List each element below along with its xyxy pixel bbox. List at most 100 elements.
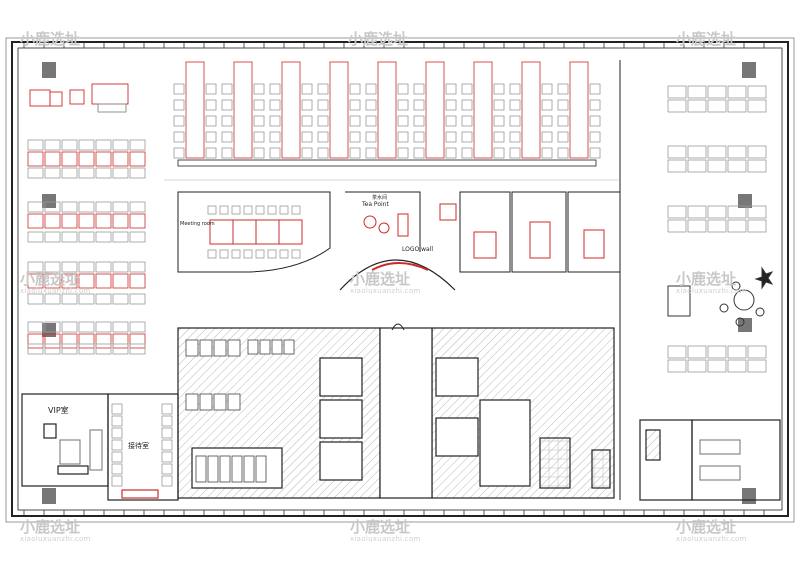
chair: [27, 167, 44, 179]
workstation-desk-column: [233, 61, 253, 159]
chair: [301, 147, 313, 159]
chair: [461, 115, 473, 127]
chair: [493, 147, 505, 159]
workstation-desk: [687, 359, 707, 373]
workstation-desk: [27, 151, 44, 167]
chair: [205, 99, 217, 111]
workstation-desk: [727, 205, 747, 219]
chair: [461, 83, 473, 95]
chair: [95, 139, 112, 151]
chair: [255, 205, 265, 215]
workstation-desk: [61, 333, 78, 349]
workstation-desk: [747, 145, 767, 159]
reception-room: [107, 393, 179, 501]
workstation-desk: [687, 85, 707, 99]
chair: [541, 115, 553, 127]
workstation-desk: [27, 273, 44, 289]
workstation-desk: [667, 219, 687, 233]
chair: [27, 201, 44, 213]
chair: [413, 115, 425, 127]
chair: [509, 99, 521, 111]
workstation-desk: [747, 359, 767, 373]
workstation-desk: [61, 213, 78, 229]
chair: [61, 231, 78, 243]
workstation-desk: [129, 273, 146, 289]
chair: [61, 293, 78, 305]
workstation-desk-column: [521, 61, 541, 159]
chair: [255, 249, 265, 259]
chair: [445, 131, 457, 143]
workstation-desk: [44, 333, 61, 349]
workstation-desk: [667, 345, 687, 359]
chair: [445, 99, 457, 111]
chair: [397, 115, 409, 127]
chair: [589, 115, 601, 127]
chair: [349, 99, 361, 111]
workstation-desk: [95, 213, 112, 229]
chair: [207, 249, 217, 259]
chair: [445, 147, 457, 159]
chair: [111, 463, 123, 475]
workstation-desk: [667, 359, 687, 373]
chair: [61, 139, 78, 151]
stair-tread: [255, 455, 267, 483]
reception-room-label: 接待室: [128, 442, 149, 450]
chair: [112, 139, 129, 151]
chair: [317, 131, 329, 143]
chair: [253, 131, 265, 143]
workstation-desk: [727, 219, 747, 233]
chair: [161, 475, 173, 487]
chair: [129, 321, 146, 333]
workstation-desk: [667, 145, 687, 159]
chair: [301, 83, 313, 95]
toilet-stall: [199, 393, 213, 411]
tea-room-label: 茶水间: [372, 195, 388, 201]
chair: [291, 249, 301, 259]
workstation-desk: [78, 333, 95, 349]
chair: [44, 261, 61, 273]
chair: [301, 99, 313, 111]
chair: [445, 115, 457, 127]
workstation-desk: [687, 345, 707, 359]
workstation-desk-column: [377, 61, 397, 159]
chair: [44, 167, 61, 179]
chair: [253, 147, 265, 159]
workstation-desk: [727, 345, 747, 359]
chair: [95, 231, 112, 243]
chair: [95, 343, 112, 355]
chair: [173, 131, 185, 143]
workstation-desk: [727, 99, 747, 113]
chair: [413, 99, 425, 111]
chair: [461, 99, 473, 111]
chair: [493, 131, 505, 143]
chair: [349, 83, 361, 95]
chair: [112, 231, 129, 243]
toilet-stall: [271, 339, 283, 355]
chair: [269, 131, 281, 143]
chair: [509, 147, 521, 159]
toilet-stall: [185, 393, 199, 411]
workstation-desk: [687, 219, 707, 233]
workstation-desk: [667, 205, 687, 219]
workstation-desk: [687, 205, 707, 219]
chair: [493, 115, 505, 127]
workstation-desk: [727, 359, 747, 373]
chair: [112, 321, 129, 333]
chair: [111, 475, 123, 487]
chair: [557, 83, 569, 95]
chair: [95, 321, 112, 333]
chair: [221, 131, 233, 143]
chair: [589, 147, 601, 159]
chair: [173, 99, 185, 111]
chair: [541, 131, 553, 143]
toilet-stall: [213, 339, 227, 357]
chair: [253, 115, 265, 127]
chair: [267, 205, 277, 215]
chair: [205, 115, 217, 127]
chair: [509, 115, 521, 127]
stair-tread: [243, 455, 255, 483]
chair: [173, 83, 185, 95]
chair: [161, 463, 173, 475]
